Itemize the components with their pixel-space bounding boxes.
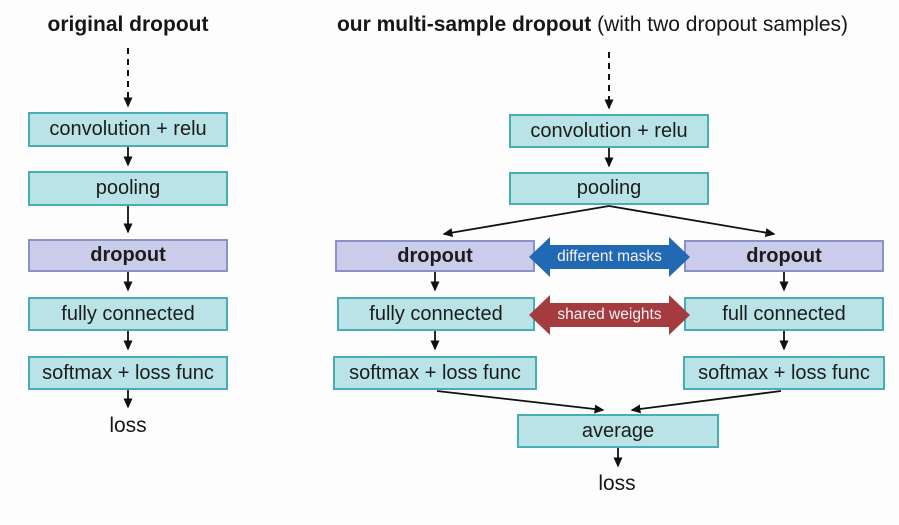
- arrow-left-head-icon: [529, 237, 550, 277]
- left-loss-label: loss: [109, 414, 147, 437]
- right-loss-label: loss: [598, 472, 636, 495]
- shared-weights-double-arrow: shared weights: [529, 295, 690, 335]
- node-average: average: [517, 414, 719, 448]
- node-left-softmax-loss: softmax + loss func: [28, 356, 228, 390]
- right-pipeline-title: our multi-sample dropout (with two dropo…: [320, 13, 865, 37]
- node-branch1-fully-connected: fully connected: [337, 297, 535, 331]
- node-branch1-softmax-loss: softmax + loss func: [333, 356, 537, 390]
- shared-weights-label: shared weights: [550, 303, 669, 327]
- node-left-convolution-relu: convolution + relu: [28, 112, 228, 147]
- arrow-right-head-icon: [669, 237, 690, 277]
- different-masks-double-arrow: different masks: [529, 237, 690, 277]
- node-branch2-full-connected: full connected: [684, 297, 884, 331]
- node-left-fully-connected: fully connected: [28, 297, 228, 331]
- node-left-pooling: pooling: [28, 171, 228, 206]
- arrow-right-head-icon: [669, 295, 690, 335]
- right-title-bold: our multi-sample dropout: [336, 13, 592, 36]
- node-left-dropout: dropout: [28, 239, 228, 272]
- node-right-convolution-relu: convolution + relu: [509, 114, 709, 148]
- right-title-note: (with two dropout samples): [591, 13, 849, 36]
- node-branch2-dropout: dropout: [684, 240, 884, 272]
- arrow-left-head-icon: [529, 295, 550, 335]
- different-masks-label: different masks: [550, 245, 669, 269]
- node-branch1-dropout: dropout: [335, 240, 535, 272]
- left-pipeline-title: original dropout: [47, 13, 209, 36]
- node-branch2-softmax-loss: softmax + loss func: [683, 356, 885, 390]
- node-right-pooling: pooling: [509, 172, 709, 205]
